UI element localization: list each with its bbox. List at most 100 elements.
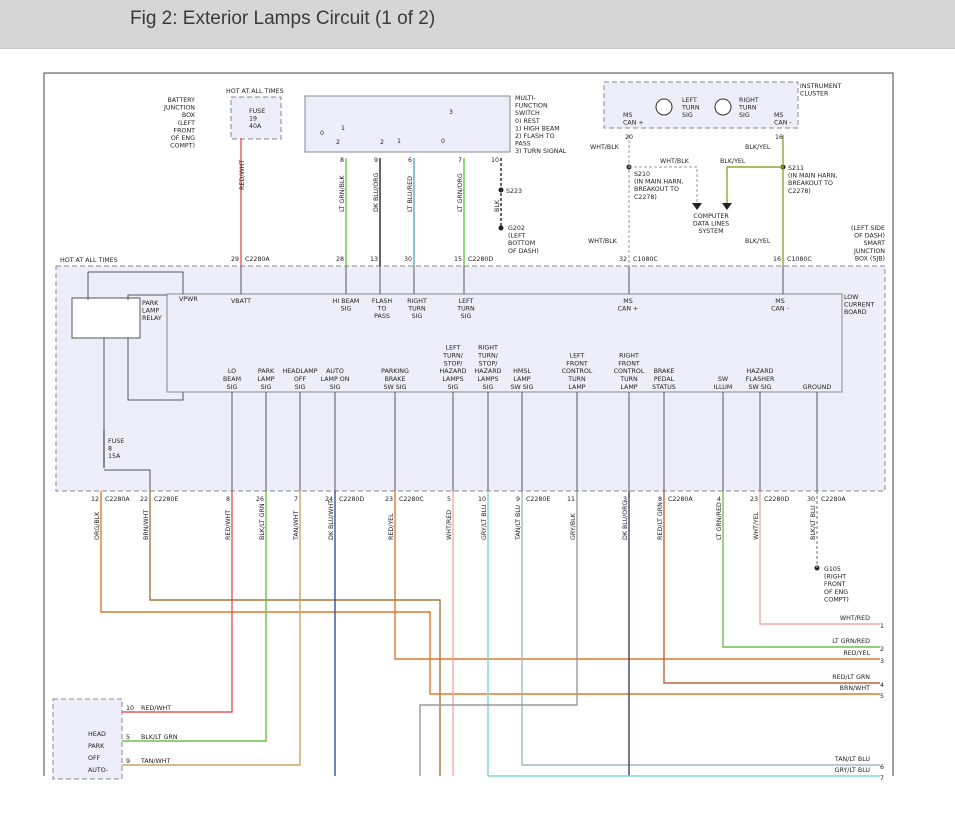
bottom-pin-10: 11 [567, 496, 575, 503]
diagram-frame [43, 72, 894, 776]
lcb-output-label-12-line-0: HAZARD [747, 368, 774, 375]
s211-label-line-3: C2278) [788, 188, 811, 195]
sjb-label-line-0: (LEFT SIDE [851, 225, 885, 232]
right-turn-sig-input-label-line-2: SIG [412, 313, 423, 320]
lcb-output-label-8-line-3: TURN [567, 376, 586, 383]
g105-label-line-1: (RIGHT [824, 574, 846, 581]
s210-label-line-2: BREAKOUT TO [634, 186, 679, 193]
right-output-num-2: 3 [880, 658, 884, 665]
mfs-wire-label-0: LT GRN/BLK [339, 175, 346, 212]
lcb-output-label-11-line-0: SW [718, 376, 729, 383]
battery-junction-box-label-line-1: JUNCTION [163, 105, 195, 112]
lcb-output-label-7-line-1: LAMP [513, 376, 530, 383]
mfs-position-5: 0 [441, 138, 445, 145]
bottom-conn-5: C2280D [339, 496, 364, 503]
headlamp-switch-label-line-1: PARK [88, 743, 105, 750]
wire-gry-blk [419, 491, 578, 776]
lcb-output-label-6-line-3: HAZARD [475, 368, 502, 375]
wire-brn-wht [149, 491, 441, 776]
sjb-ms-can-minus-label-line-0: MS [775, 298, 784, 305]
sjb-label-line-4: BOX (SJB) [855, 255, 885, 262]
top-conn-0: C2280A [245, 256, 270, 263]
bottom-conn-15: C2280A [821, 496, 846, 503]
bottom-wire-label-13: LT GRN/RED [716, 502, 723, 540]
multi-function-switch-label-line-4: 1) HIGH BEAM [515, 125, 560, 132]
lcb-output-label-5-line-4: LAMPS [442, 376, 463, 383]
lcb-output-label-6-line-2: STOP/ [479, 360, 499, 367]
hs-wire-label-0: RED/WHT [141, 705, 171, 712]
ic-ms-can-minus-label-line-1: CAN - [774, 120, 792, 127]
top-pin-4: 15 [454, 256, 462, 263]
hot-at-all-times-label-2: HOT AT ALL TIMES [60, 257, 118, 264]
ic-pin-16: 16 [775, 134, 783, 141]
lcb-output-label-9-line-1: FRONT [618, 360, 640, 367]
headlamp-switch [52, 698, 123, 780]
bottom-pin-6: 23 [385, 496, 393, 503]
low-current-board [166, 293, 843, 393]
wire-label-red-wht-top: RED/WHT [239, 160, 246, 190]
s210-label-line-1: (IN MAIN HARN, [634, 179, 683, 186]
right-output-label-6: GRY/LT BLU [835, 767, 871, 774]
mfs-wire-label-2: LT BLU/RED [407, 176, 414, 212]
bottom-pin-7: 5 [447, 496, 451, 503]
right-turn-sig-input-label-line-0: RIGHT [407, 298, 427, 305]
lcb-output-label-1-line-2: SIG [261, 384, 272, 391]
bottom-pin-14: 23 [750, 496, 758, 503]
fuse8-label-line-1: 8 [108, 446, 112, 453]
mfs-pin-2: 6 [408, 157, 412, 164]
lcb-output-label-1-line-0: PARK [258, 368, 275, 375]
left-turn-sig-label-line-2: SIG [682, 112, 693, 119]
bottom-wire-label-12: RED/LT GRN [657, 502, 664, 540]
g202-label-line-2: BOTTOM [508, 240, 535, 247]
right-turn-sig-label-line-2: SIG [739, 112, 750, 119]
wire-red-yel [394, 491, 880, 660]
low-current-board-label-line-1: CURRENT [844, 302, 874, 309]
lcb-output-label-2-line-0: HEADLAMP [282, 368, 317, 375]
g202-label-line-1: (LEFT [508, 233, 525, 240]
bottom-wire-label-11: DK BLU/ORG [622, 500, 629, 540]
ic-ms-can-plus-label-line-1: CAN + [623, 120, 644, 127]
wire-group [87, 135, 880, 777]
g202-label-line-0: G202 [508, 225, 525, 232]
g105-label-line-3: OF ENG [824, 589, 848, 596]
right-output-label-3: RED/LT GRN [832, 674, 870, 681]
bottom-conn-14: C2280D [764, 496, 789, 503]
lcb-output-label-2-line-1: OFF [294, 376, 307, 383]
park-lamp-relay-label-line-1: LAMP [142, 308, 159, 315]
battery-junction-box-label-line-6: COMPT) [170, 143, 195, 150]
lcb-output-label-3-line-1: LAMP ON [321, 376, 350, 383]
mfs-position-2: 1 [341, 125, 345, 132]
lcb-output-label-13-line-0: GROUND [803, 384, 832, 391]
bottom-wire-label-5: DK BLU/WHT [328, 500, 335, 540]
vpwr-label: VPWR [179, 296, 198, 303]
s211-label-line-2: BREAKOUT TO [788, 180, 833, 187]
wht-blk-label-1: WHT/BLK [590, 144, 620, 151]
bottom-pin-5: 24 [325, 496, 333, 503]
hs-pin-1: 5 [126, 734, 130, 741]
battery-junction-box-label-line-5: OF ENG [171, 135, 195, 142]
left-turn-sig-input-label-line-1: TURN [456, 306, 475, 313]
lcb-output-label-9-line-2: CONTROL [614, 368, 645, 375]
bottom-wire-label-2: RED/WHT [225, 510, 232, 540]
hi-beam-sig-label-line-1: SIG [341, 306, 352, 313]
mfs-position-1: 2 [336, 139, 340, 146]
lcb-output-label-10-line-2: STATUS [652, 384, 676, 391]
low-current-board-label-line-0: LOW [844, 294, 859, 301]
right-output-label-5: TAN/LT BLU [834, 756, 870, 763]
mfs-position-4: 1 [397, 138, 401, 145]
ic-ms-can-plus-label-line-0: MS [623, 112, 632, 119]
mfs-pin-1: 9 [374, 157, 378, 164]
flash-to-pass-label-line-1: TO [377, 306, 387, 313]
bottom-pin-0: 12 [91, 496, 99, 503]
multi-function-switch [304, 95, 511, 153]
lcb-output-label-12-line-2: SW SIG [749, 384, 772, 391]
right-output-label-0: WHT/RED [840, 615, 870, 622]
lcb-output-label-0-line-1: BEAM [223, 376, 241, 383]
bottom-pin-13: 4 [717, 496, 721, 503]
flash-to-pass-label-line-2: PASS [374, 313, 390, 320]
fuse8-label-line-0: FUSE [108, 438, 124, 445]
left-turn-sig-label-line-1: TURN [681, 105, 700, 112]
right-output-num-1: 2 [880, 646, 884, 653]
multi-function-switch-label-line-6: PASS [515, 141, 531, 148]
